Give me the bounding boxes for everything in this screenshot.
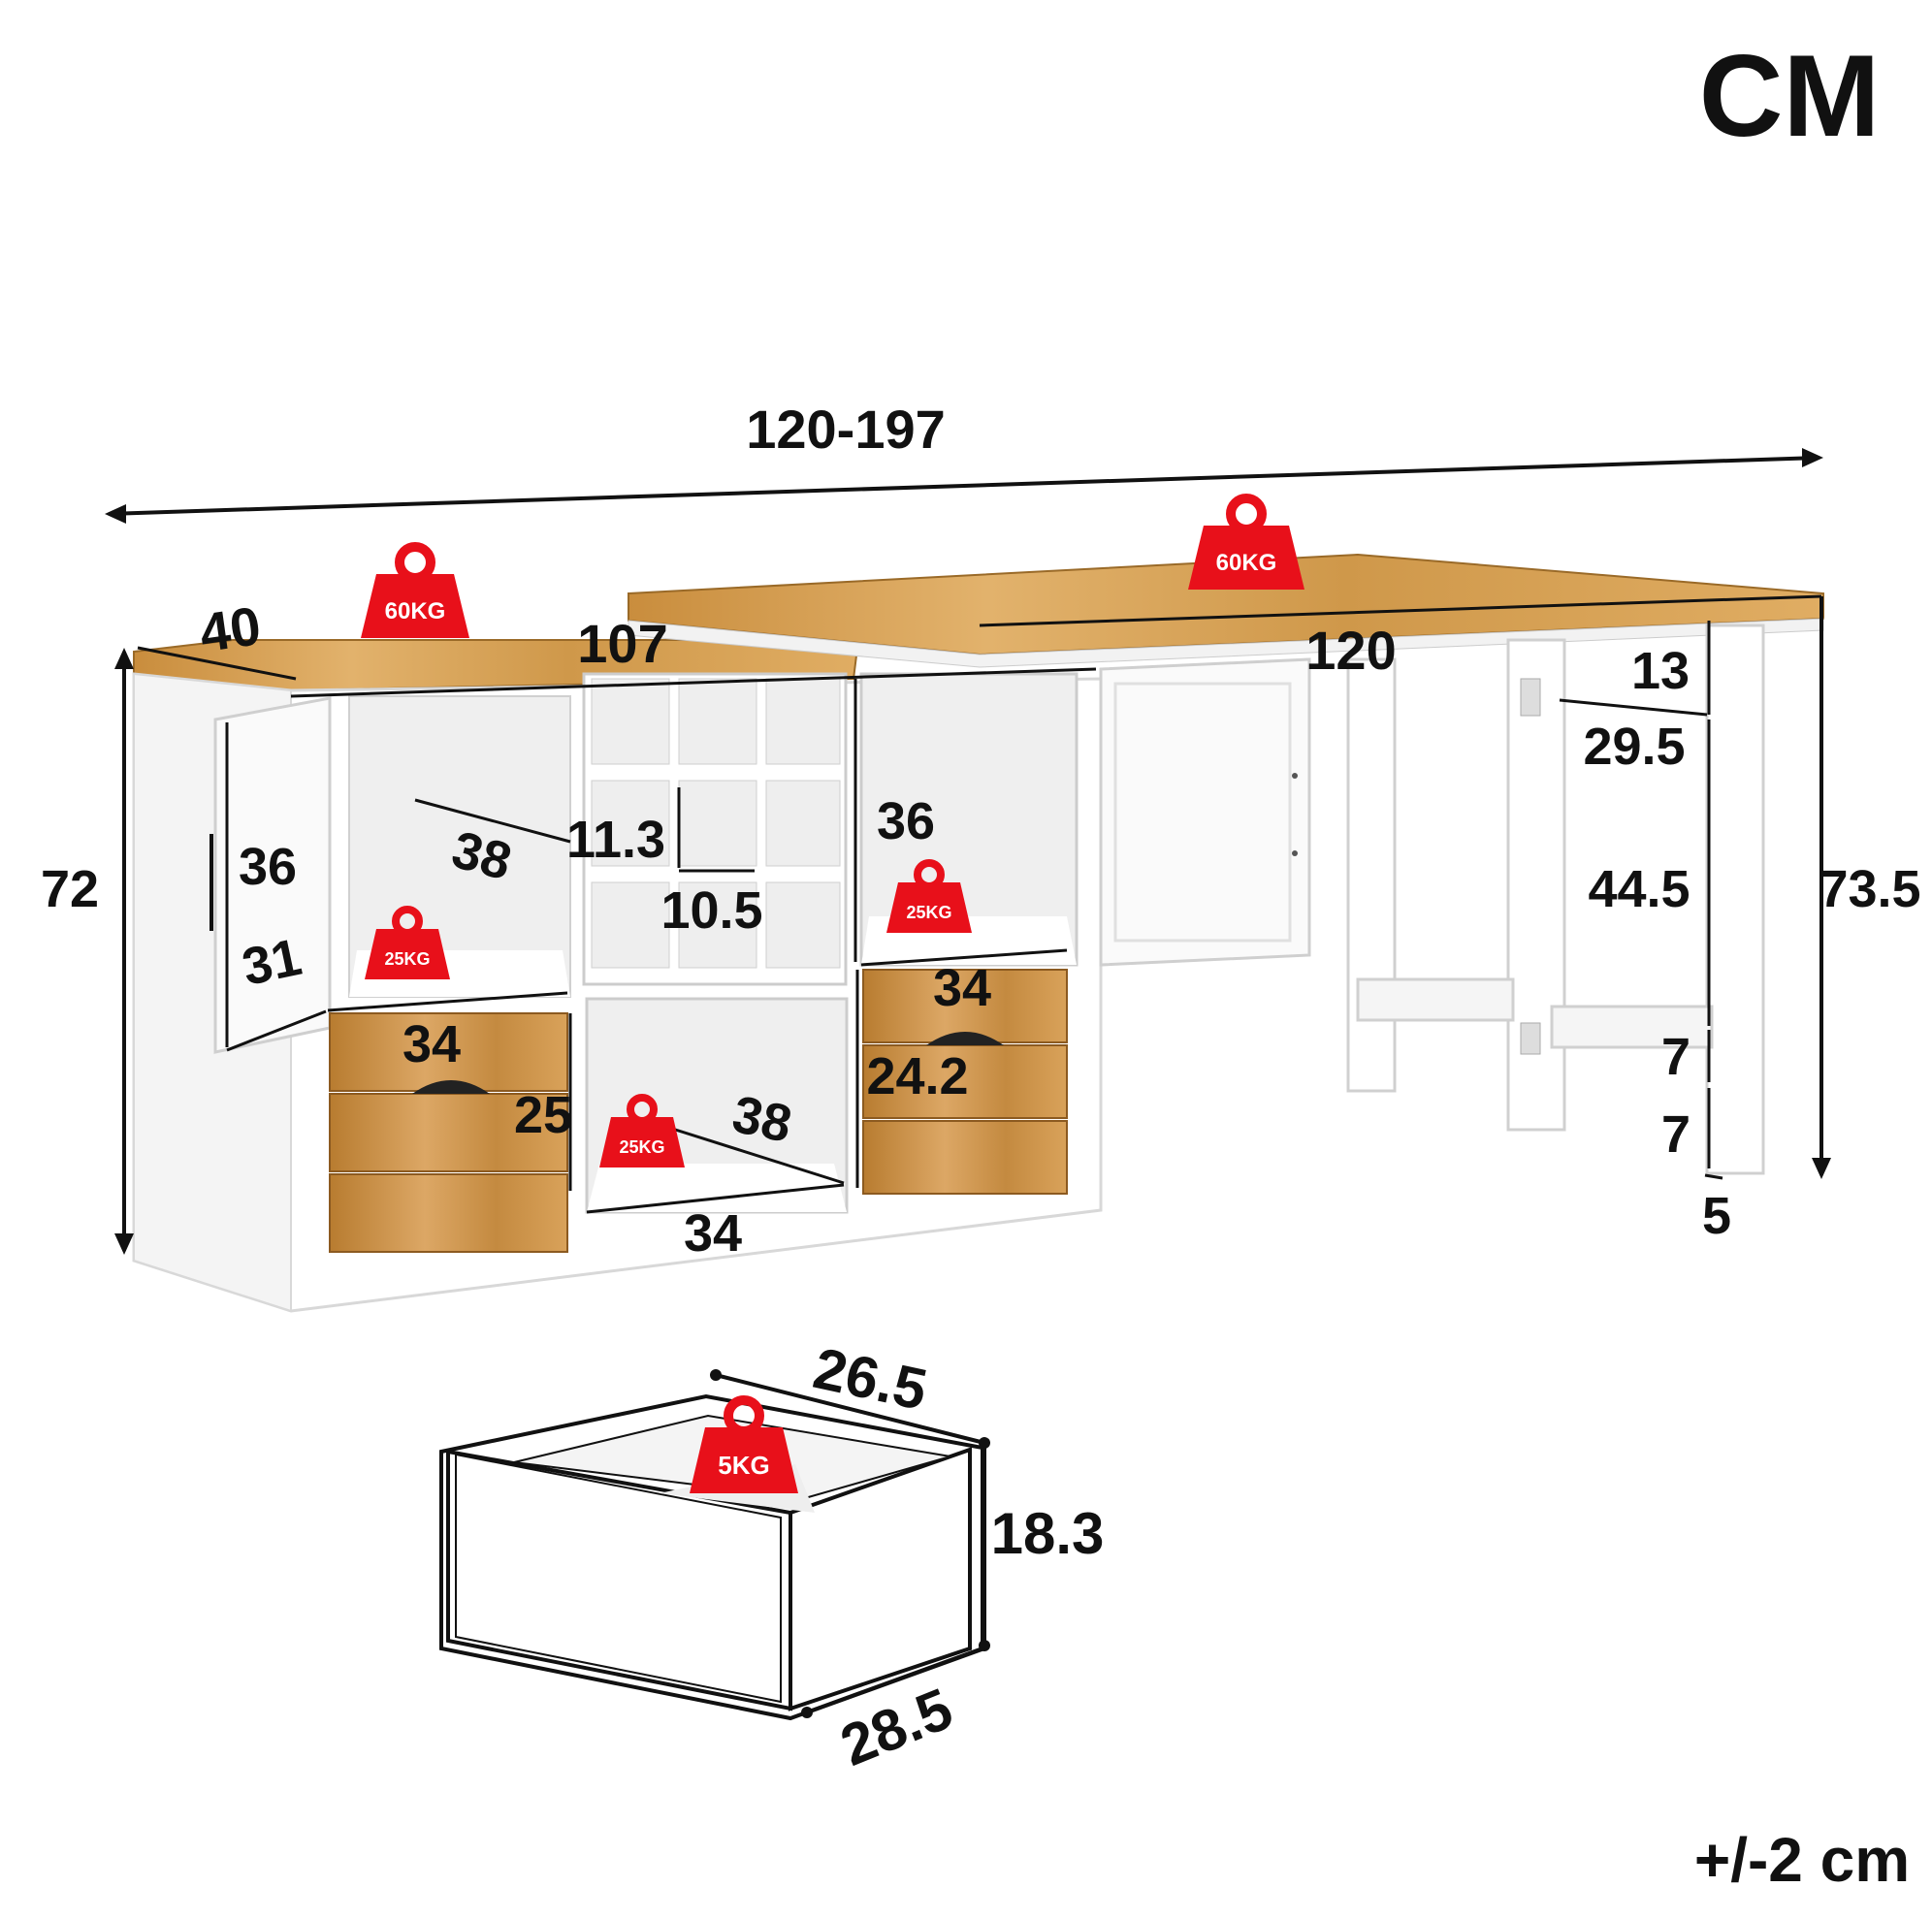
weight-badge-left-compartment: 25KG (365, 906, 450, 979)
left-compartment-bottom-depth-label: 31 (238, 928, 306, 997)
drawer-box-length-label: 26.5 (808, 1335, 932, 1423)
right-drawer-height-label: 24.2 (866, 1047, 968, 1105)
tolerance-note: +/-2 cm (1694, 1825, 1910, 1895)
leg-inner-width-label: 29.5 (1583, 718, 1685, 776)
weight-label: 60KG (1216, 550, 1277, 576)
weight-badge-drawer: 5KG (690, 1395, 798, 1493)
middle-compartment-width-label: 34 (684, 1204, 742, 1263)
left-door-height-label: 36 (239, 838, 297, 896)
left-drawer-stack (329, 1012, 568, 1253)
weight-label: 5KG (718, 1451, 769, 1480)
left-drawer-width-label: 34 (402, 1015, 461, 1073)
weight-badge-cabinet-top: 60KG (361, 542, 469, 638)
left-drawer-height-label: 25 (514, 1086, 572, 1144)
desk-leg-front-left (1346, 657, 1397, 1093)
cabinet-height-label: 72 (41, 860, 99, 918)
weight-badge-right-compartment: 25KG (886, 859, 972, 933)
weight-label: 60KG (385, 598, 446, 624)
cubby-width-label: 10.5 (660, 881, 762, 940)
desk-leg-back (1705, 624, 1765, 1175)
leg-mid-height-label: 44.5 (1588, 860, 1690, 918)
right-drawer-stack (862, 969, 1068, 1195)
cabinet-width-label: 107 (577, 613, 667, 674)
leg-thickness-label: 5 (1702, 1187, 1731, 1245)
desk-width-label: 120 (1305, 620, 1396, 681)
dimension-lines (105, 448, 1831, 1718)
leg-foot-height-label: 7 (1661, 1105, 1690, 1164)
right-door (1099, 657, 1311, 967)
weight-label: 25KG (384, 949, 430, 969)
middle-compartment-depth-label: 38 (727, 1085, 796, 1154)
weight-handle-icon (395, 542, 435, 583)
weight-badge-middle-compartment: 25KG (599, 1094, 685, 1167)
desk-height-label: 73.5 (1819, 860, 1920, 918)
weight-badge-desk-top: 60KG (1188, 494, 1304, 590)
right-drawer-width-label: 34 (933, 959, 991, 1017)
unit-label: CM (1699, 31, 1881, 161)
drawer-box-height-label: 18.3 (991, 1501, 1105, 1566)
right-compartment-height-label: 36 (877, 792, 935, 850)
total-length-label: 120-197 (746, 399, 946, 460)
leg-rail-height-label: 7 (1661, 1028, 1690, 1086)
weight-handle-icon (1226, 494, 1267, 534)
weight-label: 25KG (906, 903, 951, 922)
cubby-height-label: 11.3 (566, 811, 665, 869)
cubby-grid (582, 672, 848, 986)
rotating-desk (628, 553, 1824, 1175)
cabinet-depth-label: 40 (196, 594, 264, 663)
weight-label: 25KG (619, 1137, 664, 1157)
leg-top-gap-label: 13 (1631, 642, 1690, 700)
